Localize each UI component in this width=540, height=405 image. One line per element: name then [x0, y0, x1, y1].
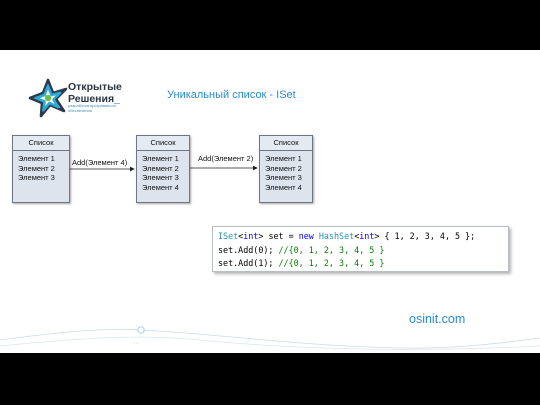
code-token: int	[243, 231, 259, 241]
list-box-after-add-4: Список Элемент 1 Элемент 2 Элемент 3 Эле…	[136, 135, 190, 203]
logo-title-line1: Открытые	[68, 81, 122, 93]
edge-label-add-4: Add(Элемент 4)	[72, 158, 128, 167]
list-item: Элемент 1	[142, 154, 179, 163]
slide: Открытые Решения_ разработка программног…	[0, 50, 540, 353]
list-item: Элемент 2	[265, 163, 302, 173]
code-block: ISet<int> set = new HashSet<int> { 1, 2,…	[212, 226, 509, 272]
slide-title: Уникальный список - ISet	[167, 89, 296, 101]
code-token: set.Add(1);	[218, 258, 279, 269]
list-item: Элемент 3	[265, 173, 302, 183]
site-link[interactable]: osinit.com	[409, 312, 466, 326]
decorative-lines	[0, 326, 540, 350]
list-box-header: Список	[260, 136, 312, 151]
edge-label-add-2: Add(Элемент 2)	[198, 154, 254, 163]
list-box-header: Список	[13, 136, 69, 151]
code-token: set.Add(0);	[218, 244, 279, 255]
code-token: <	[354, 231, 360, 241]
list-item: Элемент 3	[18, 173, 55, 183]
code-token: > { 1, 2, 3, 4, 5 };	[374, 231, 476, 241]
list-item: Элемент 3	[142, 173, 179, 183]
list-item: Элемент 2	[142, 163, 179, 173]
code-comment: //{0, 1, 2, 3, 4, 5 }	[278, 244, 385, 255]
code-token: int	[359, 231, 375, 241]
logo-subtitle: разработка программного обеспечения	[68, 103, 117, 113]
code-line-3: set.Add(1); //{0, 1, 2, 3, 4, 5 }	[218, 257, 508, 271]
logo-star-icon	[28, 78, 68, 118]
list-box-header: Список	[137, 136, 189, 151]
code-line-2: set.Add(0); //{0, 1, 2, 3, 4, 5 }	[218, 244, 508, 258]
code-token: new	[298, 231, 314, 241]
logo-title: Открытые Решения_	[68, 81, 122, 105]
list-item: Элемент 1	[18, 154, 55, 163]
code-token: ISet	[218, 231, 239, 241]
list-item: Элемент 4	[265, 182, 302, 192]
code-token: HashSet	[318, 231, 355, 241]
logo-title-line2: Решения_	[68, 93, 120, 105]
mini-footer-text: — —	[133, 342, 139, 345]
list-box-after-add-2: Список Элемент 1 Элемент 2 Элемент 3 Эле…	[259, 135, 313, 203]
decorative-dot	[137, 326, 145, 334]
list-item: Элемент 1	[265, 154, 302, 163]
list-box-initial: Список Элемент 1 Элемент 2 Элемент 3	[12, 135, 70, 203]
code-token: > set =	[258, 231, 299, 241]
code-line-1: ISet<int> set = new HashSet<int> { 1, 2,…	[218, 230, 508, 244]
code-comment: //{0, 1, 2, 3, 4, 5 }	[278, 258, 385, 269]
list-item: Элемент 2	[18, 163, 55, 173]
list-item: Элемент 4	[142, 182, 179, 192]
diagram-arrows	[70, 165, 258, 172]
code-token: <	[238, 231, 244, 241]
